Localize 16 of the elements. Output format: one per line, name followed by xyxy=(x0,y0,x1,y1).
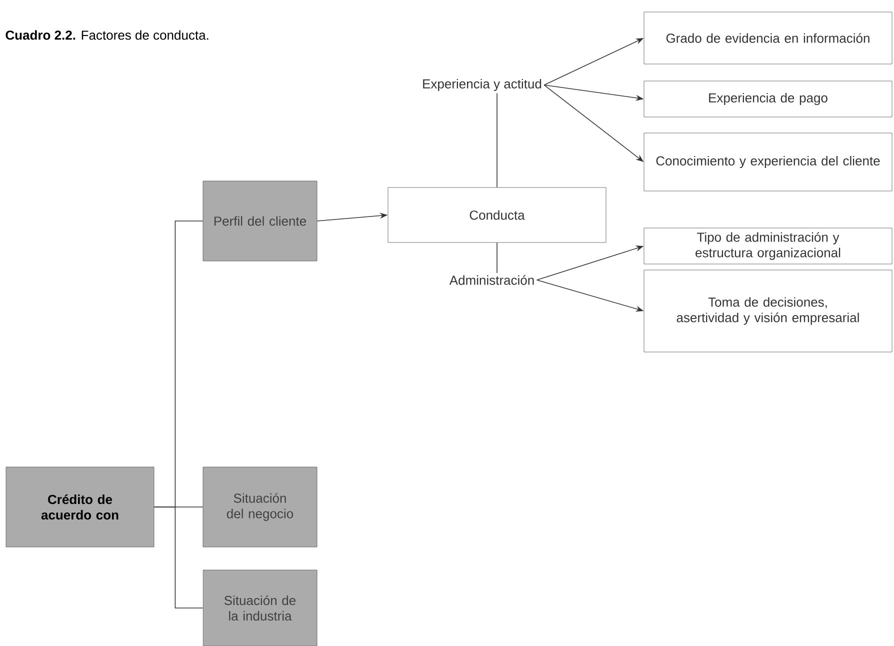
factor-box: Toma de decisiones, asertividad y visión empresarial xyxy=(644,270,892,352)
factor-box: Conducta xyxy=(388,187,606,243)
branch-label: Experiencia y actitud xyxy=(423,78,542,92)
connector xyxy=(154,506,204,608)
factor-box: Tipo de administración y estructura organizacional xyxy=(644,228,892,264)
category-box: Situación del negocio xyxy=(202,466,318,548)
connector xyxy=(496,92,498,188)
title: Cuadro 2.2. Factores de conducta. xyxy=(6,30,208,40)
connector xyxy=(496,242,498,274)
factor-box: Experiencia de pago xyxy=(644,80,892,118)
root-box: Crédito de acuerdo con xyxy=(6,466,154,548)
factor-box: Grado de evidencia en información xyxy=(644,12,892,64)
factor-box: Conocimiento y experiencia del cliente xyxy=(644,132,892,192)
category-box: Situación de la industria xyxy=(202,570,318,646)
branch-label: Administración xyxy=(449,275,534,285)
category-box: Perfil del cliente xyxy=(202,180,318,262)
